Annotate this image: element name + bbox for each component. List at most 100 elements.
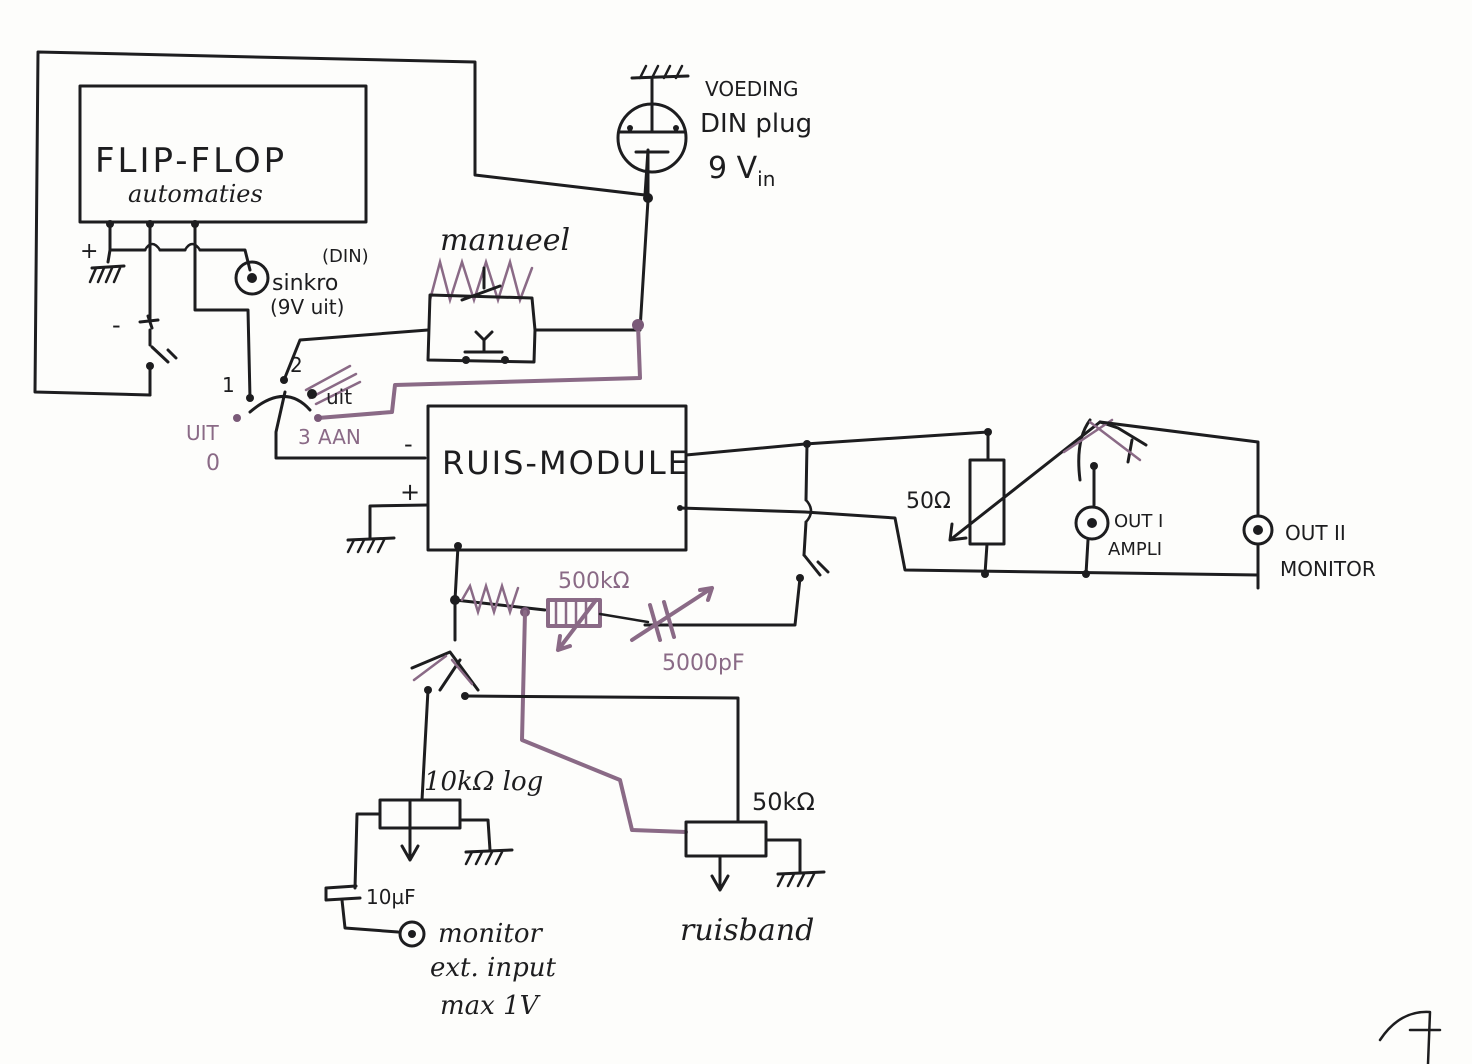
pencil-power-wire — [316, 323, 642, 420]
power-wire — [533, 150, 650, 332]
ground-symbol-top — [630, 64, 690, 110]
ff-minus-cap — [138, 314, 160, 330]
ruis-module-title: RUIS-MODULE — [442, 444, 690, 482]
switch-contact — [796, 574, 804, 582]
switch-pos-2: 2 — [290, 353, 303, 377]
manueel-button-frame[interactable] — [426, 293, 537, 364]
switch-wiper[interactable] — [274, 390, 427, 460]
din-pin — [673, 125, 679, 131]
bottom-scribble — [460, 581, 520, 617]
ff-toggle-switch[interactable] — [148, 328, 178, 397]
pot-50k-label: 50kΩ — [752, 788, 815, 816]
ruis-out-bottom — [678, 506, 1260, 577]
dual-switch-pencil — [1062, 418, 1142, 462]
switch-to-out2 — [1098, 420, 1260, 517]
ground-symbol-ruis — [346, 536, 396, 554]
uit-contact — [307, 389, 317, 399]
flipflop-box — [78, 84, 368, 224]
flipflop-title: FLIP-FLOP — [95, 141, 287, 181]
din-pin — [627, 125, 633, 131]
pot-10k-label: 10kΩ log — [424, 767, 543, 797]
resistor-to-cap — [598, 612, 650, 624]
uit-left-label: UIT — [186, 421, 220, 445]
pot-50k-wiper[interactable] — [710, 854, 730, 892]
c-5000pf-label: 5000pF — [662, 651, 745, 676]
ampli-label: AMPLI — [1108, 539, 1162, 560]
ruis-minus: - — [404, 430, 413, 458]
resistor-500k-arrow[interactable] — [556, 598, 598, 652]
sinkro-jack[interactable] — [234, 260, 270, 296]
r-50ohm-label: 50Ω — [906, 489, 951, 514]
voeding-label: VOEDING — [705, 77, 798, 101]
din-plug-label: DIN plug — [700, 109, 812, 139]
ff-plus-wire — [106, 222, 112, 264]
flipflop-subtitle: automaties — [128, 180, 263, 208]
sinkro-voltage-label: (9V uit) — [270, 295, 344, 319]
uit-smudge — [304, 364, 362, 406]
wire-hop-3 — [804, 498, 813, 524]
r-500k-label: 500kΩ — [558, 569, 630, 594]
out1-jack[interactable] — [1074, 505, 1110, 541]
switch-uit-label: uit — [326, 385, 352, 409]
ruisband-label: ruisband — [680, 913, 814, 948]
selector-to-10k — [420, 688, 430, 802]
din-plug-bar — [618, 102, 686, 154]
bottom-selector-switch[interactable] — [410, 598, 480, 692]
zero-label: 0 — [206, 451, 220, 476]
ground-symbol-10k — [464, 848, 514, 866]
monitor-input-label-2: ext. input — [430, 953, 556, 983]
switch-contact-3 — [314, 414, 322, 422]
ff-plus-sign: + — [80, 239, 98, 264]
cap-to-monitor — [340, 898, 400, 934]
out1-label: OUT I — [1114, 511, 1163, 532]
capacitor-5000pf — [648, 600, 676, 642]
pot-10k-log — [378, 798, 462, 830]
sinkro-label: sinkro — [272, 271, 338, 296]
cap-10uf-label: 10µF — [366, 885, 416, 909]
monitor-input-jack[interactable] — [398, 920, 426, 948]
capacitor-5000pf-arrow[interactable] — [630, 586, 714, 642]
ruis-plus: + — [400, 478, 420, 506]
junction — [981, 570, 989, 578]
selector-to-50k — [463, 694, 740, 824]
button-contact — [462, 356, 470, 364]
pot-10k-right — [458, 818, 492, 852]
switch-pos-3: 3 — [298, 425, 311, 449]
switch-contact-2 — [280, 376, 288, 384]
selector-pencil — [412, 654, 474, 686]
manueel-to-switch — [282, 328, 430, 382]
manueel-label: manueel — [440, 223, 570, 258]
junction — [984, 428, 992, 436]
ruis-bottom-wire — [453, 544, 547, 612]
pot-50k-right — [764, 838, 802, 874]
switch-contact-1 — [246, 394, 254, 402]
out1-jack-pin — [1087, 518, 1097, 528]
switch-contact-0 — [233, 414, 241, 422]
ground-symbol-50k — [776, 870, 826, 888]
pot-50ohm-wiper[interactable] — [948, 420, 1102, 542]
power-junction — [643, 193, 653, 203]
sinkro-jack-pin — [247, 273, 257, 283]
ruis-module-box — [426, 404, 688, 552]
resistor-500k-coil — [554, 600, 588, 626]
junction — [1082, 570, 1090, 578]
out2-label: OUT II — [1285, 521, 1346, 545]
ff-minus-sign: - — [112, 311, 121, 339]
wire-hop-1 — [143, 242, 162, 252]
out2-jack-pin — [1253, 525, 1263, 535]
ruis-ground-wire — [368, 503, 430, 540]
wire-hop-2 — [183, 242, 202, 252]
button-contact — [501, 356, 509, 364]
ruis-out-top — [684, 430, 990, 462]
out1-ground — [1084, 538, 1090, 576]
pot-50ohm-bottom — [983, 542, 989, 576]
pot-10k-wiper[interactable] — [400, 798, 420, 862]
monitor-input-label-1: monitor — [438, 919, 543, 949]
toggle-contact — [146, 362, 154, 370]
right-toggle-switch[interactable] — [643, 553, 830, 627]
pot-10k-left — [353, 812, 382, 890]
manueel-scribble — [428, 257, 534, 305]
ground-symbol-ff — [88, 264, 126, 284]
pencil-wire-50k — [520, 610, 688, 834]
